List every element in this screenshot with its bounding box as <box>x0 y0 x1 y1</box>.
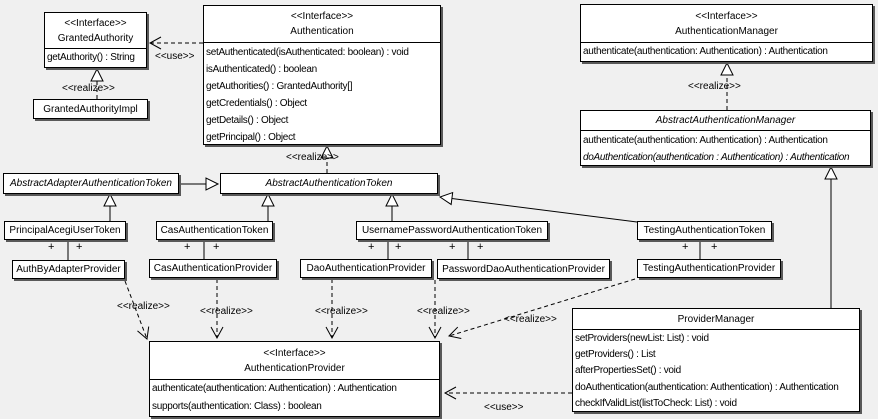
realize-label: <<realize>> <box>315 306 368 317</box>
class-name: AuthenticationProvider <box>244 362 345 374</box>
association-plus: + <box>711 241 718 253</box>
class-header: <<Interface>> AuthenticationProvider <box>150 342 439 380</box>
class-header: <<Interface>> GrantedAuthority <box>45 13 146 49</box>
uml-method: getPrincipal() : Object <box>206 132 296 143</box>
class-cas-authentication-provider[interactable]: CasAuthenticationProvider <box>149 259 277 278</box>
class-name: AuthenticationManager <box>675 25 778 37</box>
use-label: <<use>> <box>155 51 195 62</box>
uml-method: getDetails() : Object <box>206 115 289 126</box>
class-name: PasswordDaoAuthenticationProvider <box>442 263 605 275</box>
class-granted-authority[interactable]: <<Interface>> GrantedAuthority getAuthor… <box>44 12 147 68</box>
association-plus: + <box>449 241 456 253</box>
class-header: AbstractAuthenticationManager <box>581 111 870 131</box>
uml-method: getAuthority() : String <box>47 52 135 63</box>
edge-testingauthenticationtoken-extends-abstractauthenticationtoken[interactable] <box>438 191 638 223</box>
uml-method: setProviders(newList: List) : void <box>575 333 709 344</box>
uml-method: getCredentials() : Object <box>206 98 307 109</box>
class-header: <<Interface>> AuthenticationManager <box>581 5 872 43</box>
class-name: AbstractAuthenticationManager <box>655 115 796 126</box>
class-cas-authentication-token[interactable]: CasAuthenticationToken <box>156 221 273 240</box>
class-name: TestingAuthenticationProvider <box>642 263 776 274</box>
stereotype: <<Interface>> <box>290 11 354 22</box>
edge-testingauthenticationprovider-realizes-authenticationprovider[interactable] <box>448 278 636 340</box>
uml-method-abstract: doAuthentication(authentication : Authen… <box>583 152 850 163</box>
class-name: TestingAuthenticationToken <box>643 225 766 236</box>
association-plus: + <box>184 241 191 253</box>
class-name: CasAuthenticationProvider <box>153 263 273 274</box>
association-plus: + <box>395 241 402 253</box>
stereotype: <<Interface>> <box>64 17 127 29</box>
class-dao-authentication-provider[interactable]: DaoAuthenticationProvider <box>300 259 432 278</box>
uml-method: isAuthenticated() : boolean <box>206 64 317 75</box>
uml-method: authenticate(authentication: Authenticat… <box>583 135 828 146</box>
uml-method: getAuthorities() : GrantedAuthority[] <box>206 81 353 92</box>
realize-label: <<realize>> <box>200 306 253 317</box>
class-header: <<Interface>> Authentication <box>204 6 440 43</box>
use-label: <<use>> <box>484 402 524 413</box>
uml-method: authenticate(authentication: Authenticat… <box>152 383 397 394</box>
class-granted-authority-impl[interactable]: GrantedAuthorityImpl <box>33 99 148 119</box>
stereotype: <<Interface>> <box>695 10 758 22</box>
class-authentication-provider[interactable]: <<Interface>> AuthenticationProvider aut… <box>149 341 440 417</box>
class-name: GrantedAuthorityImpl <box>43 103 138 115</box>
association-plus: + <box>213 241 220 253</box>
realize-label: <<realize>> <box>504 314 557 325</box>
class-header: ProviderManager <box>573 309 859 330</box>
association-plus: + <box>682 241 689 253</box>
association-plus: + <box>76 241 83 253</box>
class-password-dao-authentication-provider[interactable]: PasswordDaoAuthenticationProvider <box>437 259 610 279</box>
class-authentication-manager[interactable]: <<Interface>> AuthenticationManager auth… <box>580 4 873 62</box>
class-abstract-authentication-manager[interactable]: AbstractAuthenticationManager authentica… <box>580 110 871 166</box>
class-name: UsernamePasswordAuthenticationToken <box>361 225 543 236</box>
class-authentication[interactable]: <<Interface>> Authentication setAuthenti… <box>203 5 441 145</box>
association-plus: + <box>48 241 55 253</box>
class-name: CasAuthenticationToken <box>160 225 269 236</box>
stereotype: <<Interface>> <box>263 347 326 359</box>
class-username-password-authentication-token[interactable]: UsernamePasswordAuthenticationToken <box>356 221 548 240</box>
realize-label: <<realize>> <box>117 301 170 312</box>
edge-authbyadapterprovider-realizes-authenticationprovider[interactable] <box>124 280 150 340</box>
class-abstract-authentication-token[interactable]: AbstractAuthenticationToken <box>220 173 438 194</box>
realize-label: <<realize>> <box>62 83 115 94</box>
class-name: AbstractAdapterAuthenticationToken <box>10 178 172 189</box>
class-testing-authentication-provider[interactable]: TestingAuthenticationProvider <box>637 259 781 278</box>
realize-label: <<realize>> <box>688 81 741 92</box>
uml-method: afterPropertiesSet() : void <box>575 365 681 377</box>
uml-method: getProviders() : List <box>575 349 656 361</box>
class-name: GrantedAuthority <box>57 32 134 44</box>
class-name: Authentication <box>290 26 354 37</box>
class-abstract-adapter-authentication-token[interactable]: AbstractAdapterAuthenticationToken <box>3 173 179 194</box>
class-auth-by-adapter-provider[interactable]: AuthByAdapterProvider <box>12 260 125 279</box>
class-name: AbstractAuthenticationToken <box>265 178 393 189</box>
uml-method: authenticate(authentication: Authenticat… <box>583 46 828 57</box>
uml-method: setAuthenticated(isAuthenticated: boolea… <box>206 47 409 58</box>
class-name: ProviderManager <box>677 313 755 325</box>
class-testing-authentication-token[interactable]: TestingAuthenticationToken <box>637 221 772 240</box>
realize-label: <<realize>> <box>417 306 470 317</box>
uml-method: supports(authentication: Class) : boolea… <box>152 401 322 412</box>
class-name: DaoAuthenticationProvider <box>306 263 426 274</box>
class-principal-acegi-user-token[interactable]: PrincipalAcegiUserToken <box>4 221 126 240</box>
uml-method: checkIfValidList(listToCheck: List) : vo… <box>575 397 737 409</box>
class-name: PrincipalAcegiUserToken <box>9 225 121 236</box>
realize-label: <<realize>> <box>286 152 339 163</box>
uml-method: doAuthentication(authentication: Authent… <box>575 381 839 393</box>
class-name: AuthByAdapterProvider <box>16 264 121 275</box>
association-plus: + <box>368 241 375 253</box>
association-plus: + <box>477 241 484 253</box>
class-provider-manager[interactable]: ProviderManager setProviders(newList: Li… <box>572 308 860 412</box>
